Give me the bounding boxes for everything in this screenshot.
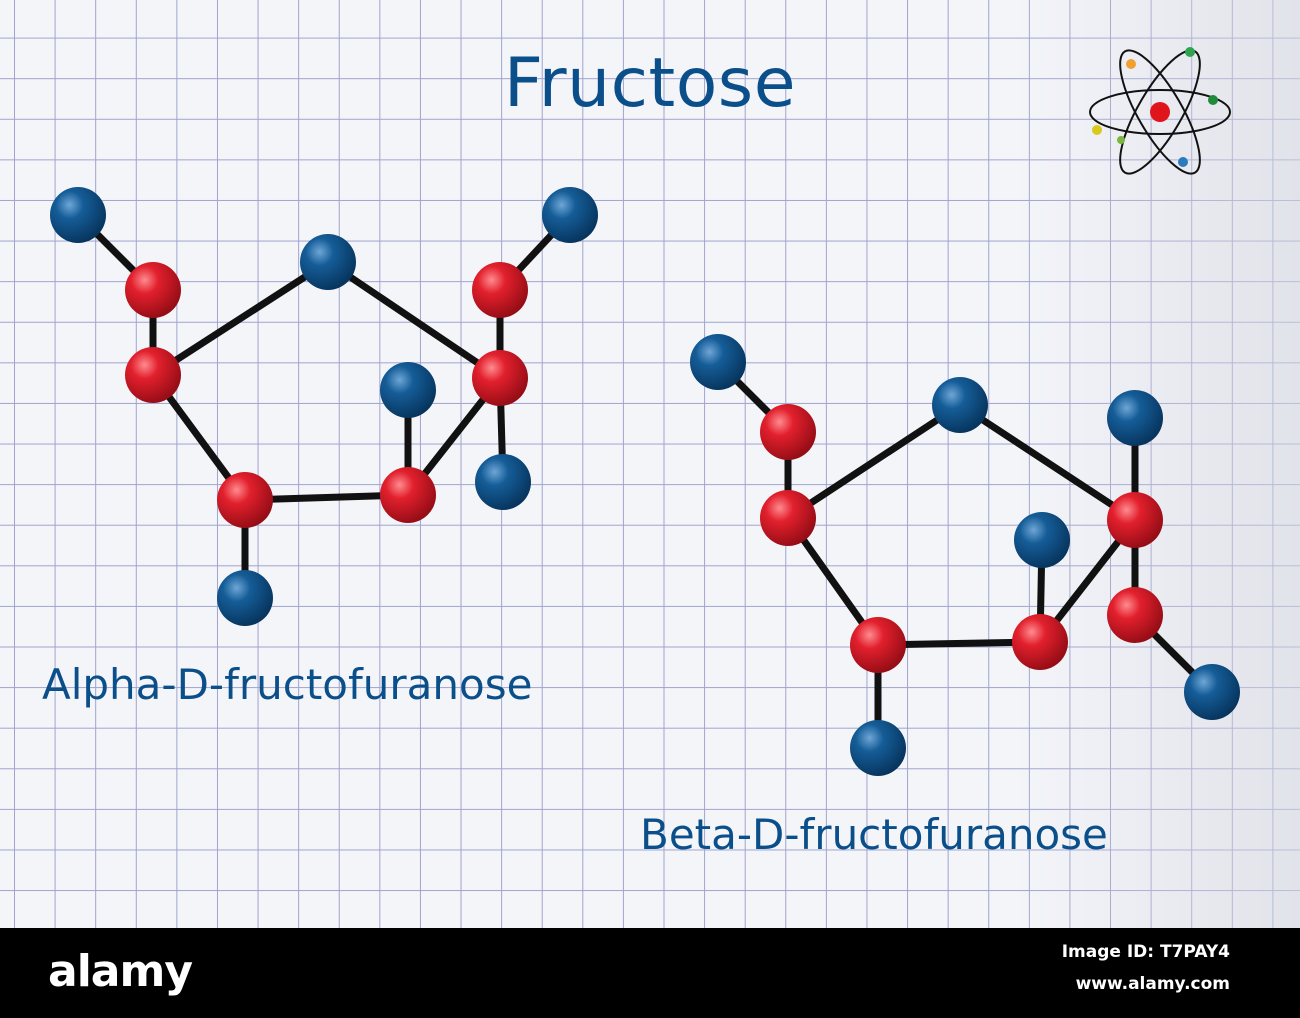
carbon-atom [1107,492,1163,548]
brand-logo: alamy [48,946,193,997]
watermark-footer: alamy Image ID: T7PAY4 www.alamy.com [0,928,1300,1018]
alpha-d-fructofuranose-label: Alpha-D-fructofuranose [42,660,533,709]
carbon-atom [125,262,181,318]
oxygen-atom [475,454,531,510]
page-title: Fructose [503,44,797,123]
carbon-atom [760,490,816,546]
oxygen-atom [932,377,988,433]
oxygen-atom [850,720,906,776]
bond [324,258,504,382]
carbon-atom [1012,614,1068,670]
image-id-text: Image ID: T7PAY4 [1061,942,1230,962]
carbon-atom [380,467,436,523]
carbon-atom [850,617,906,673]
beta-d-fructofuranose-label: Beta-D-fructofuranose [640,810,1108,859]
molecule-diagrams [50,187,1240,776]
oxygen-atom [217,570,273,626]
oxygen-atom [690,334,746,390]
carbon-atom [125,347,181,403]
carbon-atom [217,472,273,528]
bond [784,401,964,522]
carbon-atom [1107,587,1163,643]
oxygen-atom [1014,512,1070,568]
site-url-text: www.alamy.com [1075,974,1230,994]
atom-icon [1089,47,1231,175]
carbon-atom [472,262,528,318]
oxygen-atom [542,187,598,243]
bond [149,258,332,379]
oxygen-atom [1184,664,1240,720]
graph-paper-background [0,0,1300,928]
oxygen-atom [50,187,106,243]
carbon-atom [760,404,816,460]
oxygen-atom [1107,390,1163,446]
beta-d-fructofuranose-model [690,334,1240,776]
carbon-atom [472,350,528,406]
bond [956,401,1139,524]
oxygen-atom [300,234,356,290]
oxygen-atom [380,362,436,418]
alpha-d-fructofuranose-model [50,187,598,626]
